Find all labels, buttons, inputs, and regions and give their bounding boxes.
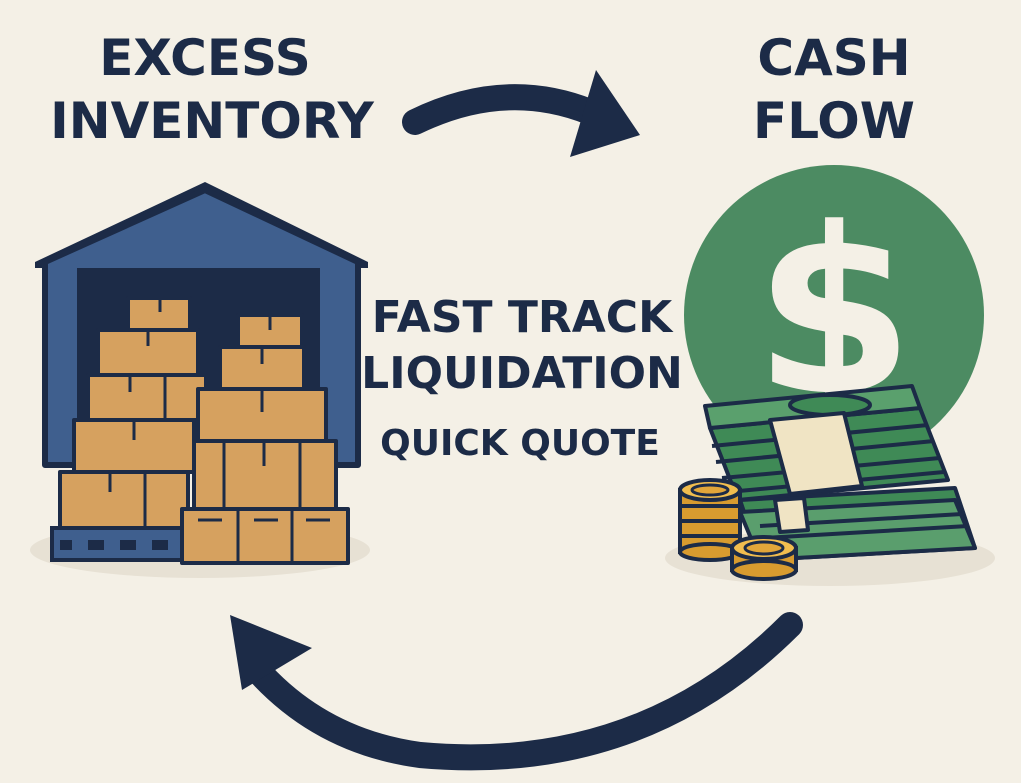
- headline-excess: EXCESS: [99, 29, 311, 87]
- inventory-box-tapes-left: [108, 298, 167, 528]
- arrow-return-icon: [230, 612, 803, 771]
- inventory-box-tapes-right: [198, 315, 330, 563]
- arrow-right-icon: [402, 70, 640, 157]
- quick-quote-button[interactable]: QUICK QUOTE: [380, 423, 660, 464]
- headline-inventory: INVENTORY: [50, 92, 375, 150]
- coin-stack-icon: [678, 478, 742, 562]
- inventory-boxes-left: [58, 296, 208, 530]
- center-title-line2: LIQUIDATION: [361, 348, 683, 399]
- center-title-line1: FAST TRACK: [372, 292, 674, 343]
- coin-stack-front-icon: [730, 535, 798, 581]
- headline-cash: CASH: [757, 29, 910, 87]
- headline-flow: FLOW: [753, 92, 915, 150]
- cash-stack-icon: [703, 384, 977, 562]
